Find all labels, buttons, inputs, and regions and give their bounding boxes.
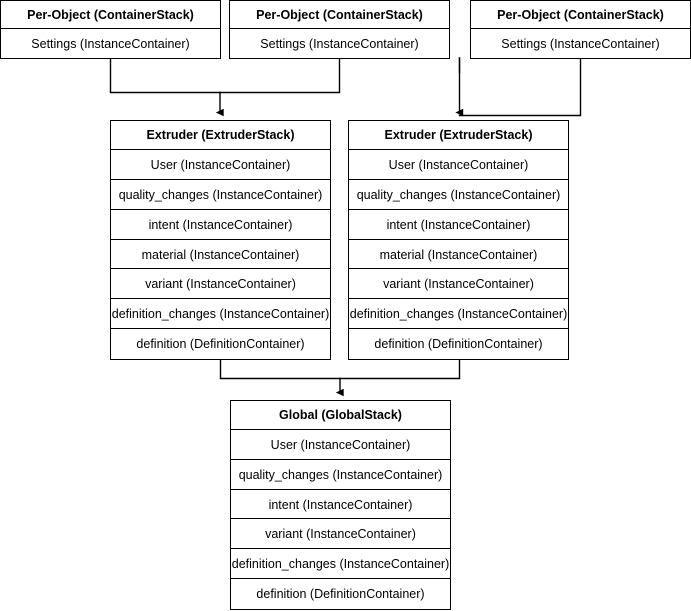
node-header-per-object-3: Per-Object (ContainerStack): [471, 1, 690, 30]
edge-perobject2-to-extruder1: [219, 57, 341, 94]
node-row-variant[interactable]: variant (InstanceContainer): [231, 519, 450, 550]
node-row-definition[interactable]: definition (DefinitionContainer): [136, 337, 305, 352]
node-extruder-2[interactable]: Extruder (ExtruderStack) User (InstanceC…: [348, 120, 569, 360]
node-header-global: Global (GlobalStack): [231, 401, 450, 430]
node-row-variant[interactable]: variant (InstanceContainer): [111, 269, 330, 300]
node-row-settings[interactable]: Settings (InstanceContainer): [31, 37, 190, 52]
node-row-intent[interactable]: intent (InstanceContainer): [231, 490, 450, 520]
node-global[interactable]: Global (GlobalStack) User (InstanceConta…: [230, 400, 451, 610]
node-row-quality-changes[interactable]: quality_changes (InstanceContainer): [111, 180, 330, 210]
edge-perobject3-to-extruder2: [458, 57, 582, 117]
node-row-user[interactable]: User (InstanceContainer): [349, 150, 568, 180]
node-row-settings[interactable]: Settings (InstanceContainer): [260, 37, 419, 52]
node-header-per-object-1: Per-Object (ContainerStack): [1, 1, 220, 30]
node-header-extruder-2: Extruder (ExtruderStack): [349, 121, 568, 150]
node-header-per-object-2: Per-Object (ContainerStack): [230, 1, 449, 30]
node-per-object-3[interactable]: Per-Object (ContainerStack) Settings (In…: [470, 0, 691, 59]
node-row-definition-changes[interactable]: definition_changes (InstanceContainer): [349, 299, 568, 330]
node-row-definition[interactable]: definition (DefinitionContainer): [374, 337, 543, 352]
edge-perobject1-to-extruder1: [109, 57, 221, 94]
node-row-material[interactable]: material (InstanceContainer): [111, 240, 330, 270]
node-row-variant[interactable]: variant (InstanceContainer): [349, 269, 568, 300]
node-row-user[interactable]: User (InstanceContainer): [111, 150, 330, 180]
node-per-object-2[interactable]: Per-Object (ContainerStack) Settings (In…: [229, 0, 450, 59]
node-row-settings[interactable]: Settings (InstanceContainer): [501, 37, 660, 52]
edge-extruder2-to-global: [339, 359, 461, 380]
node-row-definition-changes[interactable]: definition_changes (InstanceContainer): [231, 549, 450, 580]
node-row-quality-changes[interactable]: quality_changes (InstanceContainer): [231, 460, 450, 490]
edge-extruder1-to-global: [219, 359, 341, 380]
node-row-definition[interactable]: definition (DefinitionContainer): [256, 587, 425, 602]
node-row-user[interactable]: User (InstanceContainer): [231, 430, 450, 460]
node-row-quality-changes[interactable]: quality_changes (InstanceContainer): [349, 180, 568, 210]
node-row-material[interactable]: material (InstanceContainer): [349, 240, 568, 270]
node-per-object-1[interactable]: Per-Object (ContainerStack) Settings (In…: [0, 0, 221, 59]
node-header-extruder-1: Extruder (ExtruderStack): [111, 121, 330, 150]
node-row-intent[interactable]: intent (InstanceContainer): [111, 210, 330, 240]
node-extruder-1[interactable]: Extruder (ExtruderStack) User (InstanceC…: [110, 120, 331, 360]
node-row-intent[interactable]: intent (InstanceContainer): [349, 210, 568, 240]
node-row-definition-changes[interactable]: definition_changes (InstanceContainer): [111, 299, 330, 330]
